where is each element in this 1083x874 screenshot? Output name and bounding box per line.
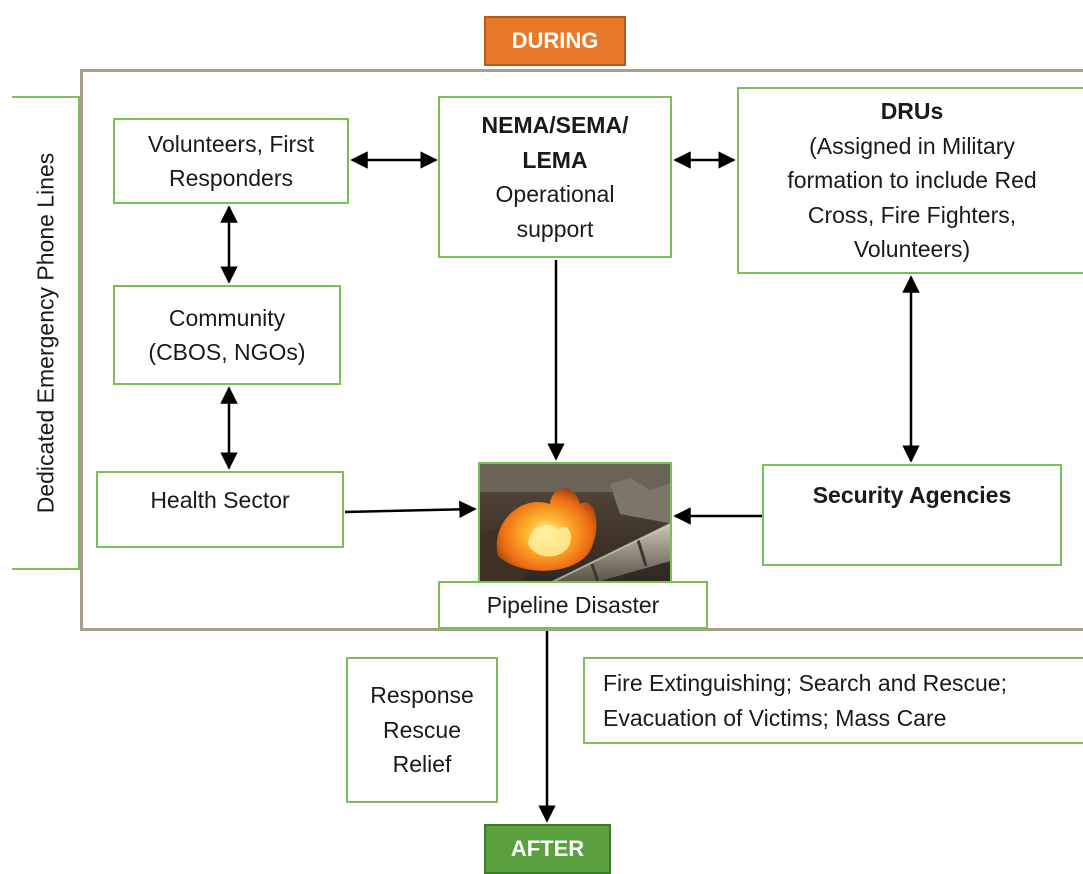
health-node: Health Sector (96, 471, 344, 548)
health-label: Health Sector (150, 487, 290, 513)
response-line-3: Relief (392, 751, 452, 778)
activities-line-1: Fire Extinguishing; Search and Rescue; (603, 670, 1007, 696)
drus-title: DRUs (880, 98, 944, 125)
volunteers-line-2: Responders (168, 165, 294, 191)
security-label: Security Agencies (812, 482, 1012, 508)
response-line-2: Rescue (383, 716, 461, 743)
nema-title-line-2: LEMA (522, 146, 588, 173)
drus-body-line-4: Volunteers) (853, 236, 971, 263)
security-node: Security Agencies (762, 464, 1062, 566)
after-header: AFTER (484, 824, 611, 874)
pipeline-disaster-node: Pipeline Disaster (438, 581, 708, 629)
during-header: DURING (484, 16, 626, 66)
pipeline-fire-image (478, 462, 672, 586)
pipeline-label: Pipeline Disaster (486, 591, 660, 618)
during-phase-frame (80, 69, 1083, 631)
phone-lines-panel (12, 96, 80, 570)
nema-body-line-1: Operational (495, 181, 615, 207)
arrow-health-pipeline (344, 500, 477, 519)
activities-node: Fire Extinguishing; Search and Rescue; E… (583, 657, 1083, 744)
volunteers-node: Volunteers, First Responders (113, 118, 349, 204)
volunteers-line-1: Volunteers, First (147, 130, 315, 157)
nema-title-line-1: NEMA/SEMA/ (481, 112, 629, 138)
activities-line-2: Evacuation of Victims; Mass Care (603, 704, 947, 731)
response-node: Response Rescue Relief (346, 657, 498, 803)
drus-body-line-3: Cross, Fire Fighters, (807, 201, 1017, 228)
drus-body-line-1: (Assigned in Military (809, 132, 1015, 159)
nema-body-line-2: support (516, 215, 594, 242)
drus-node: DRUs (Assigned in Military formation to … (737, 87, 1083, 274)
nema-node: NEMA/SEMA/ LEMA Operational support (438, 96, 672, 258)
drus-body-line-2: formation to include Red (787, 167, 1037, 194)
community-line-2: (CBOS, NGOs) (148, 339, 306, 365)
community-node: Community (CBOS, NGOs) (113, 285, 341, 385)
community-line-1: Community (168, 304, 286, 331)
response-line-1: Response (370, 682, 474, 709)
